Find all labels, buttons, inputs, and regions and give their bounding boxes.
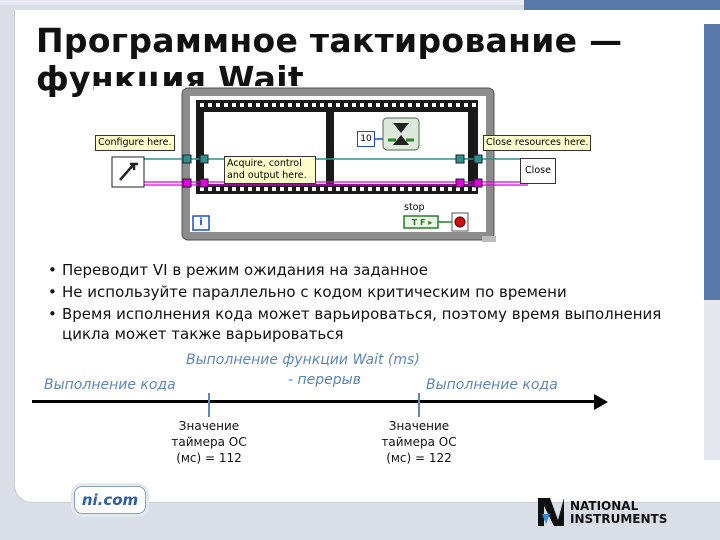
seq-tunnel-ref-out	[455, 154, 465, 164]
right-decor-bar	[704, 24, 720, 300]
bullet-list: Переводит VI в режим ожидания на заданно…	[48, 260, 708, 346]
top-decor-light	[0, 0, 524, 5]
configure-vi-icon	[111, 156, 145, 188]
close-resources-label: Close resources here.	[483, 135, 592, 151]
seq-tunnel-err-out	[455, 178, 465, 188]
ni-logo-text: NATIONAL INSTRUMENTS	[570, 500, 667, 526]
right-decor-bar-light	[704, 300, 720, 460]
timer-value-1-line2: таймера ОС	[171, 435, 247, 449]
configure-label: Configure here.	[95, 135, 175, 151]
timer-marker-2	[418, 393, 420, 417]
bullet-item: Переводит VI в режим ожидания на заданно…	[48, 260, 708, 280]
timer-value-1: Значение таймера ОС (мс) = 112	[160, 418, 258, 466]
timer-value-2-line3: (мс) = 122	[386, 451, 452, 465]
bullet-item: Не используйте параллельно с кодом крити…	[48, 282, 708, 302]
bullet-item: Время исполнения кода может варьироватьс…	[48, 304, 708, 344]
timer-value-2-line1: Значение	[388, 419, 450, 433]
timer-marker-1	[208, 393, 210, 417]
ni-logo-line2: INSTRUMENTS	[570, 512, 668, 526]
ni-com-link[interactable]: ni.com	[74, 486, 146, 514]
title-line-1: Программное тактирование —	[36, 21, 623, 60]
iteration-terminal	[192, 215, 210, 231]
hourglass-icon	[393, 123, 409, 145]
ni-eagle-logo-icon	[538, 498, 564, 526]
loop-tunnel-ref-out	[473, 154, 483, 164]
diagram-shadow	[482, 236, 496, 242]
stop-label: stop	[404, 202, 425, 213]
wrench-icon	[119, 162, 138, 181]
wait-execution-label: Выполнение функции Wait (ms)	[186, 352, 420, 368]
timer-value-2: Значение таймера ОС (мс) = 122	[368, 418, 470, 466]
seq-tunnel-err-in	[199, 178, 209, 188]
timeline-arrow-icon	[594, 394, 608, 410]
loop-tunnel-ref-in	[182, 154, 192, 164]
loop-tunnel-err-in	[182, 178, 192, 188]
close-function: Close	[520, 158, 556, 184]
wait-function-icon	[382, 117, 420, 151]
code-execution-left-label: Выполнение кода	[44, 377, 176, 393]
wait-pause-label: - перерыв	[288, 372, 361, 388]
ni-logo-line1: NATIONAL	[570, 499, 639, 513]
timer-value-1-line1: Значение	[178, 419, 240, 433]
iteration-label: i	[199, 217, 203, 228]
timer-value-2-line2: таймера ОС	[381, 435, 457, 449]
boolean-tf-label: T F ▸	[411, 218, 433, 227]
seq-tunnel-ref-in	[199, 154, 209, 164]
acquire-label: Acquire, control and output here.	[224, 156, 316, 184]
loop-tunnel-err-out	[473, 178, 483, 188]
stop-sign-icon	[454, 216, 466, 228]
wait-constant: 10	[357, 131, 375, 147]
top-decor-bar	[524, 0, 720, 13]
code-execution-right-label: Выполнение кода	[426, 377, 558, 393]
timeline-axis	[32, 400, 598, 403]
timer-value-1-line3: (мс) = 112	[176, 451, 242, 465]
block-diagram-graphics	[94, 86, 604, 246]
ni-com-link-label: ni.com	[81, 491, 139, 509]
film-perforations	[200, 103, 476, 191]
